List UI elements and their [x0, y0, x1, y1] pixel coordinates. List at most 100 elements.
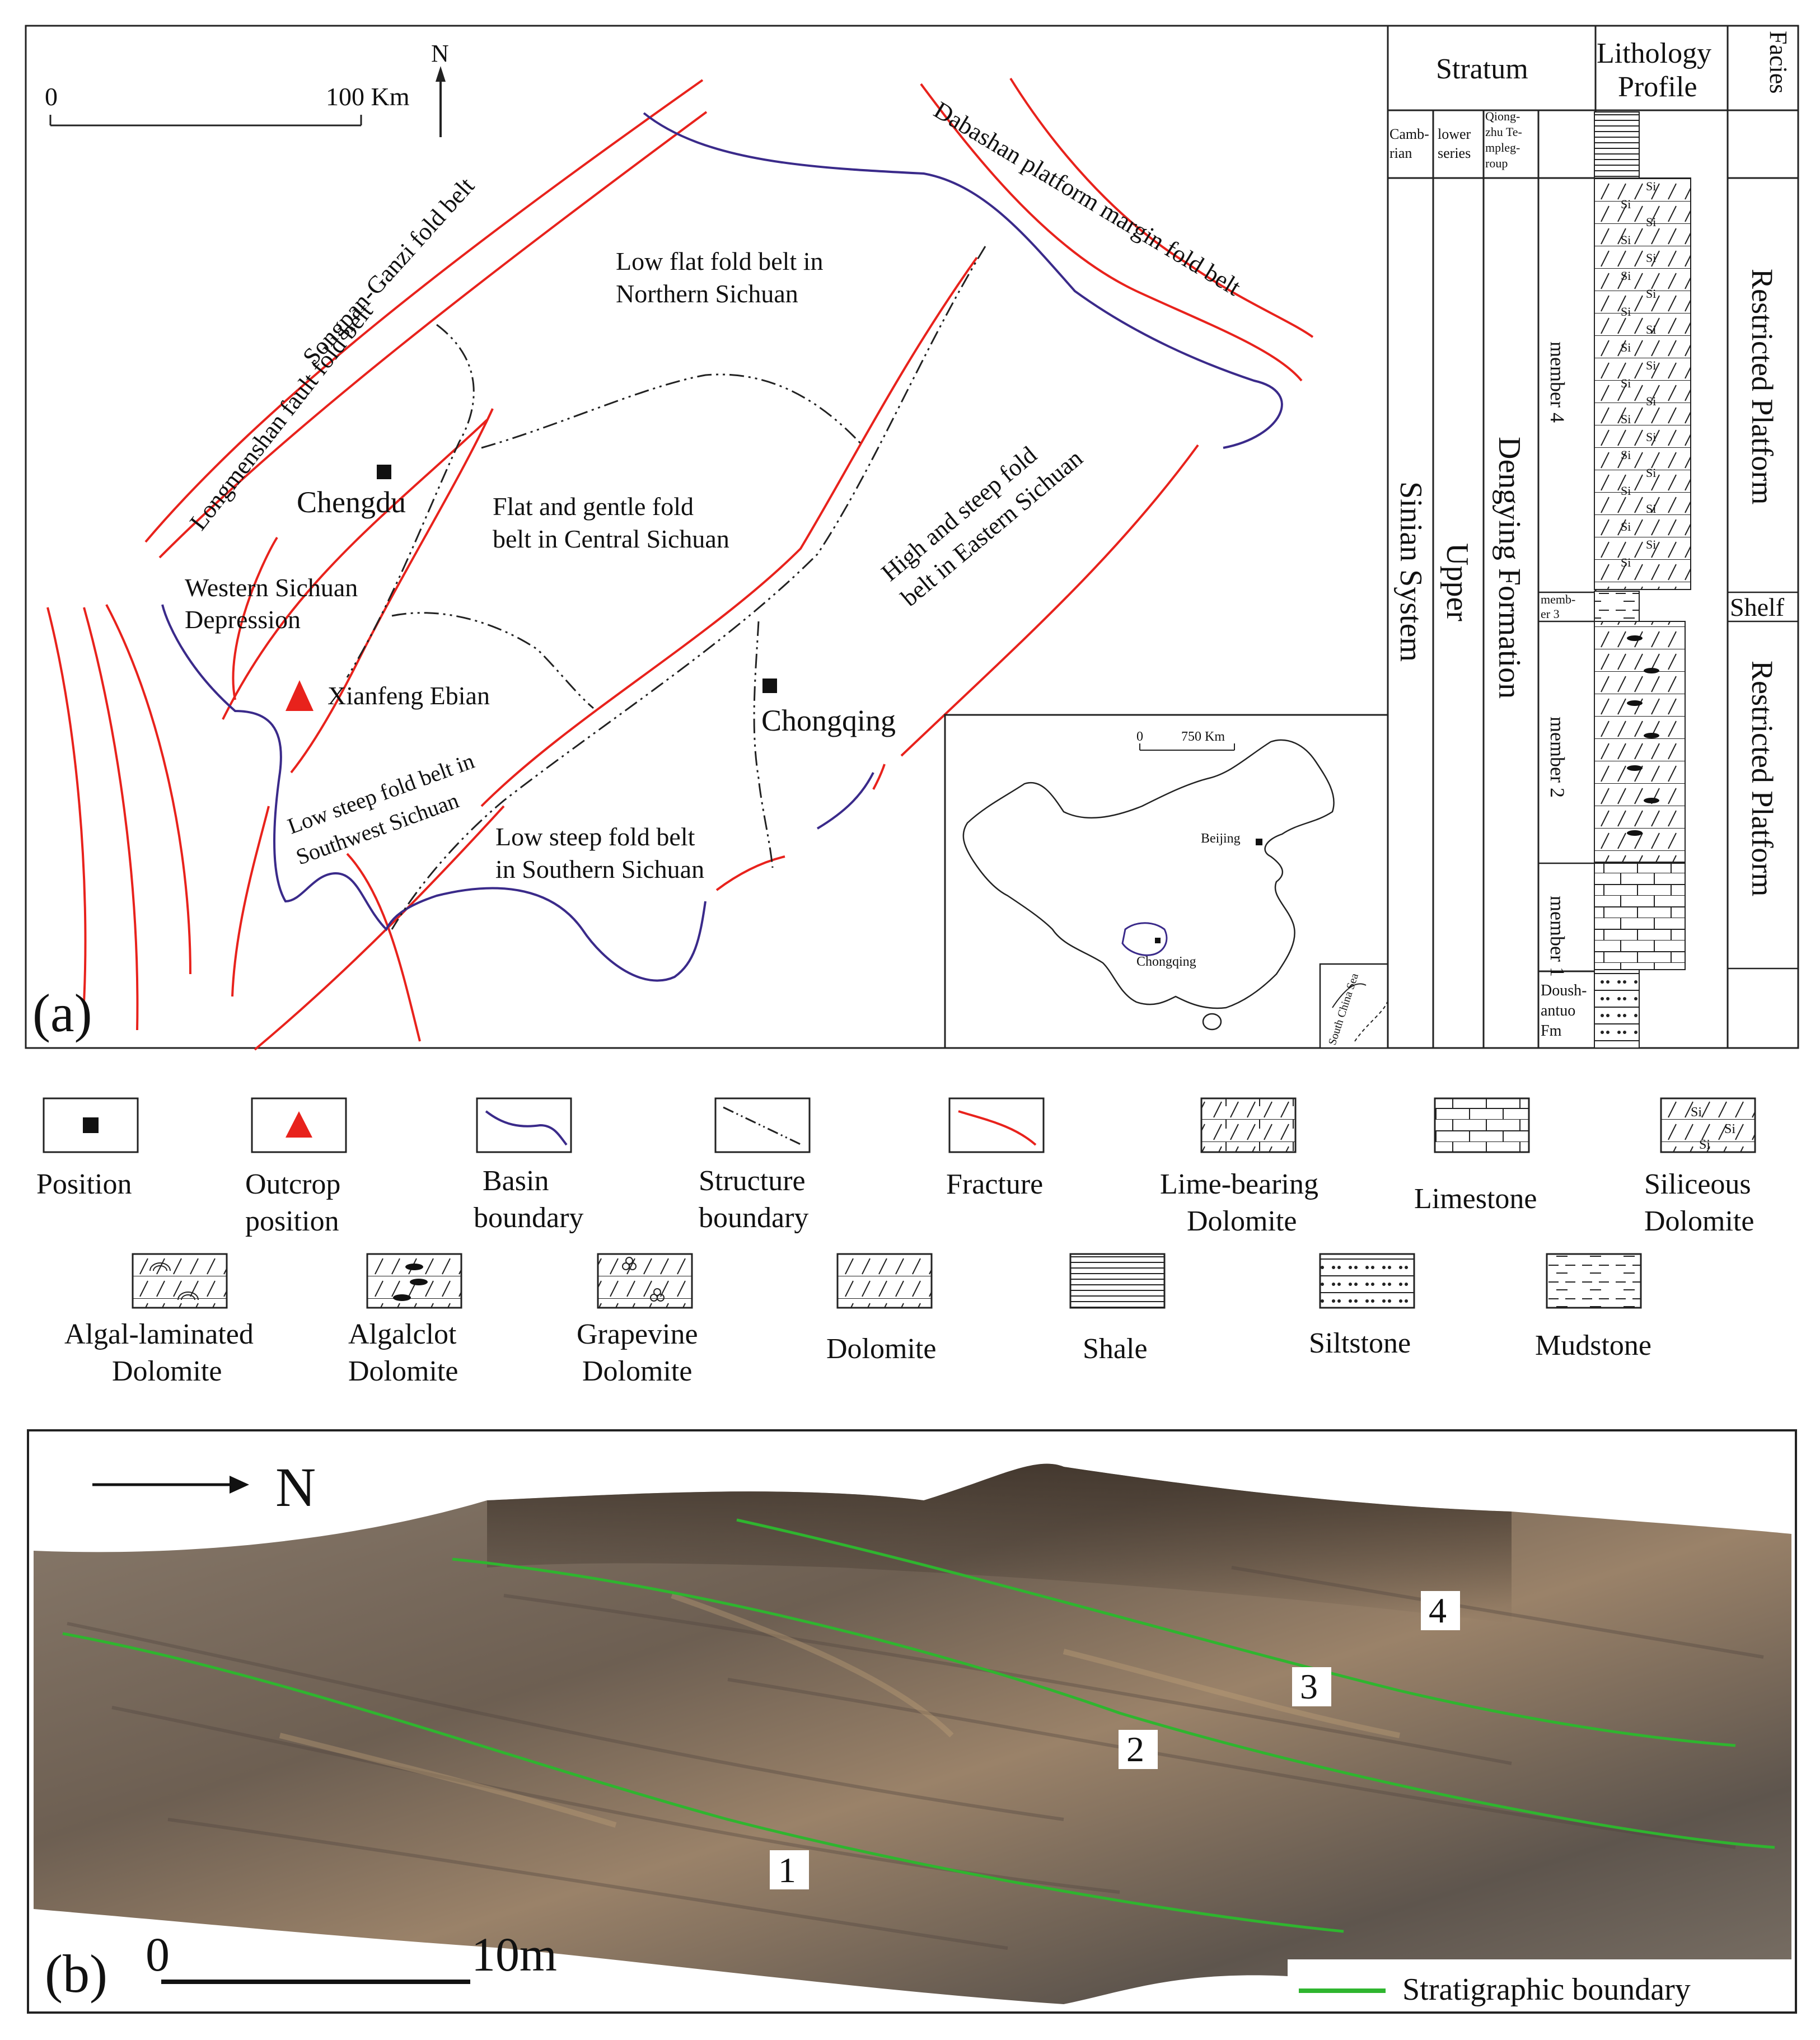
legend-siltstone-label: Siltstone — [1309, 1327, 1411, 1359]
siliceous-mark: Si — [1646, 466, 1656, 480]
legend-siltstone: Siltstone — [1309, 1253, 1415, 1359]
siliceous-mark: Si — [1621, 305, 1631, 319]
litho-shale — [1594, 111, 1640, 179]
qiongzhu-4: roup — [1485, 156, 1508, 170]
legend-structure-label-1: Structure — [699, 1165, 806, 1197]
inset-scale-end: 750 Km — [1181, 729, 1225, 744]
svg-text:2: 2 — [1126, 1729, 1144, 1769]
legend-shale: Shale — [1069, 1253, 1166, 1365]
legend-outcrop-label-2: position — [245, 1205, 339, 1237]
label-northern-sichuan-2: Northern Sichuan — [616, 279, 798, 308]
map-scale-end: 100 Km — [326, 82, 410, 111]
siliceous-mark: Si — [1621, 520, 1631, 534]
legend-outcrop-label-1: Outcrop — [245, 1168, 340, 1200]
legend-algalclot-label-2: Dolomite — [348, 1355, 458, 1387]
map-north-label: N — [431, 40, 449, 67]
siliceous-mark: Si — [1646, 179, 1656, 193]
legend-siliceous-label-2: Dolomite — [1644, 1205, 1754, 1237]
photo-scale-zero: 0 — [146, 1927, 170, 1981]
label-western-sichuan-2: Depression — [185, 605, 301, 634]
label-northern-sichuan-1: Low flat fold belt in — [616, 247, 823, 275]
dengying-formation: Dengying Formation — [1492, 437, 1527, 699]
member-label-2: 2 — [1119, 1729, 1158, 1769]
legend-limestone: Limestone — [1414, 1097, 1537, 1215]
algalclot-mark — [1627, 635, 1643, 641]
photo-north-arrow: N — [92, 1456, 316, 1518]
litho-member2-algal — [1594, 621, 1686, 863]
basin-boundary — [161, 112, 1283, 982]
legend-si-mark-2: Si — [1724, 1122, 1735, 1136]
legend-structure-label-2: boundary — [699, 1202, 808, 1234]
siliceous-mark: Si — [1621, 269, 1631, 283]
siliceous-mark: Si — [1646, 502, 1656, 516]
siliceous-mark: Si — [1646, 394, 1656, 408]
legend-limestone-label: Limestone — [1414, 1183, 1537, 1215]
inset-scale-zero: 0 — [1136, 729, 1143, 744]
label-southern-sichuan-2: in Southern Sichuan — [495, 855, 704, 883]
legend-position-label: Position — [36, 1168, 132, 1200]
litho-member1-limestone — [1594, 863, 1686, 970]
structure-boundaries — [346, 246, 986, 930]
cambrian-1: Camb- — [1389, 126, 1429, 142]
legend-basin-boundary: Basin boundary — [474, 1097, 583, 1234]
photo-north-label: N — [275, 1456, 316, 1518]
stratigraphic-column: Stratum Lithology Profile Facies Camb- r… — [1387, 25, 1799, 1049]
photo-legend-label: Stratigraphic boundary — [1402, 1972, 1691, 2007]
panel-a-map: 0 100 Km N — [25, 25, 1389, 1051]
label-western-sichuan-1: Western Sichuan — [185, 573, 358, 602]
algalclot-mark — [1627, 700, 1643, 706]
photo-scale-bar: 0 10m — [146, 1927, 557, 1984]
header-lithology-1: Lithology — [1597, 38, 1711, 69]
member-label-4: 4 — [1421, 1590, 1460, 1630]
siliceous-mark: Si — [1621, 448, 1631, 462]
member-label-3: 3 — [1292, 1667, 1331, 1706]
siliceous-mark: Si — [1646, 430, 1656, 444]
map-scale-bar: 0 100 Km — [45, 82, 410, 127]
siliceous-marks: SiSiSiSiSiSiSiSiSiSiSiSiSiSiSiSiSiSiSiSi… — [1621, 179, 1656, 569]
legend-mudstone: Mudstone — [1535, 1253, 1651, 1361]
outcrop-texture — [67, 1566, 1764, 1950]
panel-b-outcrop: 1 2 3 4 N 0 10m (b) — [27, 1429, 1797, 2014]
legend-structure-boundary: Structure boundary — [699, 1097, 811, 1234]
siliceous-mark: Si — [1646, 358, 1656, 372]
litho-doushantuo-siltstone — [1594, 969, 1640, 1049]
inset-beijing: Beijing — [1201, 831, 1241, 846]
legend-lime-label-2: Dolomite — [1187, 1205, 1297, 1237]
member-3-label-1: memb- — [1541, 592, 1575, 606]
legend-algal-laminated-dolomite: Algal-laminated Dolomite — [64, 1253, 254, 1387]
legend-basin-label-1: Basin — [483, 1165, 549, 1197]
legend-algal-label-2: Dolomite — [112, 1355, 222, 1387]
label-chongqing: Chongqing — [761, 704, 896, 737]
legend-fracture-label: Fracture — [946, 1168, 1043, 1200]
facies-restricted-platform-top: Restricted Platform — [1746, 269, 1779, 504]
label-central-sichuan-2: belt in Central Sichuan — [493, 525, 729, 553]
inset-chongqing: Chongqing — [1136, 955, 1196, 969]
chengdu-position-marker — [377, 465, 391, 479]
inset-china-map: 0 750 Km Chongqing Beijing South China S… — [944, 714, 1389, 1049]
legend-grapevine-label-2: Dolomite — [582, 1355, 692, 1387]
header-lithology-2: Profile — [1618, 71, 1697, 103]
siliceous-mark: Si — [1621, 197, 1631, 211]
siliceous-mark: Si — [1621, 340, 1631, 354]
legend-fracture: Fracture — [946, 1097, 1045, 1200]
legend-grapevine-label-1: Grapevine — [577, 1318, 698, 1350]
member-2-label: member 2 — [1546, 717, 1569, 798]
chongqing-position-marker — [762, 679, 777, 693]
outcrop-shadow-top — [487, 1463, 1512, 1623]
member-label-1: 1 — [770, 1850, 809, 1890]
siliceous-mark: Si — [1646, 537, 1656, 551]
outcrop-marker — [286, 680, 314, 711]
panel-a-label: (a) — [32, 983, 92, 1043]
litho-member3-mudstone — [1594, 591, 1640, 622]
map-scale-zero: 0 — [45, 82, 58, 111]
header-stratum: Stratum — [1436, 53, 1528, 85]
lower-series-2: series — [1438, 145, 1471, 161]
china-outline — [962, 739, 1335, 1009]
lower-series-1: lower — [1438, 126, 1471, 142]
photo-scale-end: 10m — [471, 1927, 557, 1981]
litho-member4-siliceous — [1594, 177, 1691, 590]
legend-position: Position — [36, 1097, 139, 1200]
fractures — [46, 77, 1314, 1051]
algalclot-mark — [1644, 798, 1659, 803]
